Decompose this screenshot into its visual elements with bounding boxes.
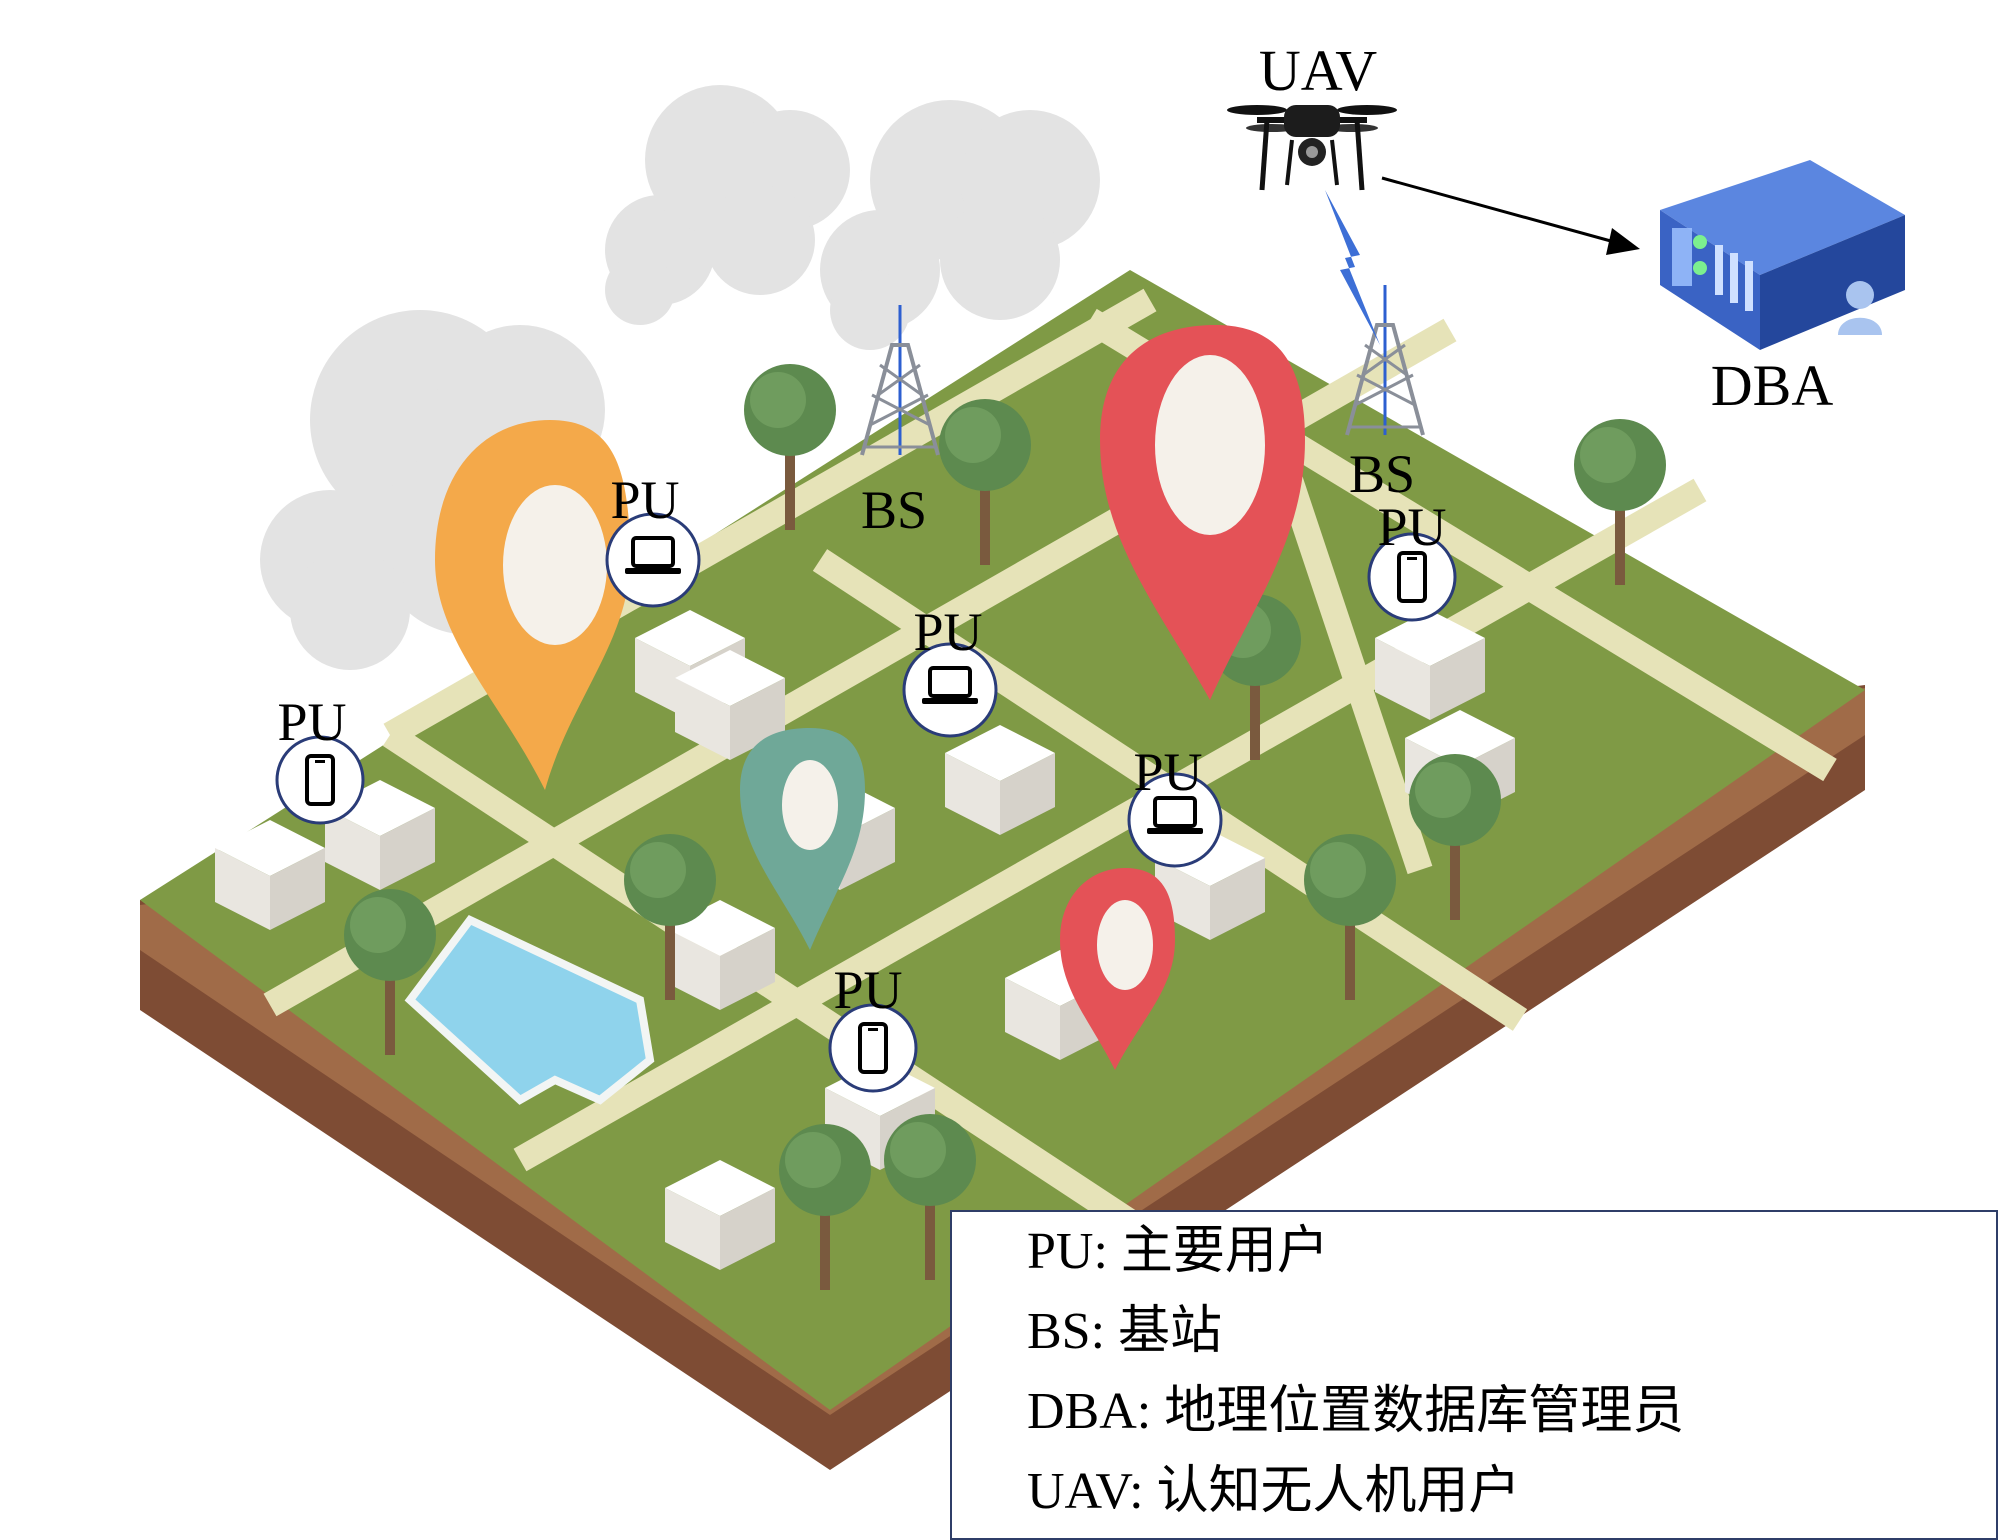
location-pin-icon — [740, 728, 865, 950]
server-icon — [1660, 160, 1905, 350]
location-pin-icon — [1060, 868, 1175, 1070]
legend-item-pu: PU: 主要用户 — [1027, 1223, 1329, 1280]
drone-icon — [1227, 105, 1397, 191]
location-pin-icon — [1100, 325, 1305, 700]
lightning-icon — [1325, 190, 1380, 345]
uav-to-dba-arrow — [1381, 176, 1640, 255]
pu-label: PU — [913, 602, 982, 662]
uav-label: UAV — [1259, 38, 1377, 103]
legend-item-dba: DBA: 地理位置数据库管理员 — [1027, 1383, 1685, 1440]
bs-label: BS — [1349, 444, 1415, 504]
pu-label: PU — [277, 692, 346, 752]
cloud-icon — [820, 100, 1100, 350]
dba-label: DBA — [1711, 353, 1834, 418]
pu-label: PU — [833, 960, 902, 1020]
cloud-icon — [605, 85, 850, 325]
bs-label: BS — [861, 480, 927, 540]
legend-box: PU: 主要用户 BS: 基站 DBA: 地理位置数据库管理员 UAV: 认知无… — [950, 1210, 1998, 1540]
pu-label: PU — [1377, 497, 1446, 557]
location-pin-icon — [435, 420, 630, 790]
legend-item-bs: BS: 基站 — [1027, 1303, 1223, 1360]
pond — [404, 914, 655, 1105]
legend-item-uav: UAV: 认知无人机用户 — [1027, 1463, 1521, 1520]
pu-label: PU — [1133, 742, 1202, 802]
pu-label: PU — [610, 470, 679, 530]
